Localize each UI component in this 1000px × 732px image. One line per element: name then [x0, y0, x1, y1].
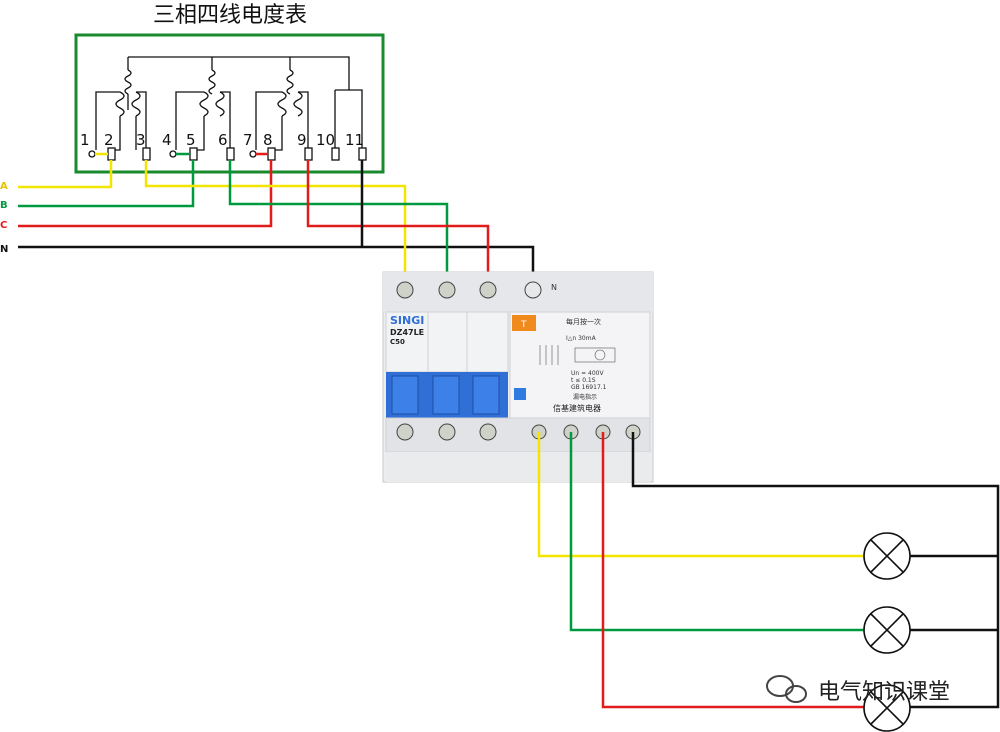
wire-b-load — [569, 432, 864, 632]
wire-c-load — [601, 432, 864, 709]
line-label-c: C — [0, 220, 7, 231]
test-button-label: T — [520, 320, 527, 330]
terminal-label-9: 9 — [297, 131, 307, 149]
wechat-logo-icon — [766, 675, 807, 703]
terminal-label-8: 8 — [263, 131, 273, 149]
lamp-a — [863, 532, 911, 580]
model-label: DZ47LE — [390, 328, 424, 337]
wire-c-out — [306, 160, 490, 287]
terminal-label-6: 6 — [218, 131, 228, 149]
trip-time: t ≤ 0.1S — [571, 377, 596, 384]
watermark-text: 电气知识课堂 — [818, 680, 951, 705]
wire-c-in — [18, 160, 273, 228]
terminal-label-10: 10 — [316, 131, 335, 149]
rcbo-breaker — [382, 271, 654, 483]
neutral-label: N — [551, 283, 557, 292]
wire-a-load — [537, 432, 864, 558]
terminal-label-2: 2 — [104, 131, 114, 149]
lamp-c — [863, 684, 911, 732]
line-label-a: A — [0, 181, 8, 192]
terminal-label-5: 5 — [186, 131, 196, 149]
meter-terminals — [88, 147, 367, 161]
wire-n-load — [631, 432, 1000, 709]
standard: GB 16917.1 — [571, 384, 607, 391]
wire-a-in — [18, 160, 113, 189]
brand-label: SINGI — [390, 314, 424, 327]
meter-output-wires — [144, 160, 490, 287]
wire-a-out — [144, 160, 407, 287]
leak-indicator: 漏电指示 — [573, 393, 597, 401]
terminal-label-7: 7 — [243, 131, 253, 149]
line-label-b: B — [0, 200, 8, 211]
meter-title: 三相四线电度表 — [153, 3, 307, 28]
meter-terminal-labels: 1 2 3 4 5 6 7 8 9 10 11 — [80, 131, 364, 149]
incoming-wires — [18, 160, 535, 287]
line-label-n: N — [0, 244, 8, 255]
line-labels: A B C N — [0, 181, 8, 255]
output-wires — [537, 432, 1000, 709]
rcd-schematic — [539, 345, 616, 365]
rating-label: C50 — [390, 338, 405, 346]
wire-b-in — [18, 160, 195, 208]
terminal-label-11: 11 — [345, 131, 364, 149]
wire-b-out — [228, 160, 449, 287]
voltage-rating: Un = 400V — [571, 370, 604, 377]
breaker-labels: SINGI DZ47LE C50 T 每月按一次 I△n 30mA Un = 4… — [390, 283, 607, 413]
terminal-label-3: 3 — [136, 131, 146, 149]
residual-current: I△n 30mA — [566, 335, 597, 342]
test-note: 每月按一次 — [566, 317, 601, 326]
terminal-label-1: 1 — [80, 131, 90, 149]
lamp-b — [863, 606, 911, 654]
manufacturer: 信基建筑电器 — [553, 403, 601, 413]
terminal-label-4: 4 — [162, 131, 172, 149]
